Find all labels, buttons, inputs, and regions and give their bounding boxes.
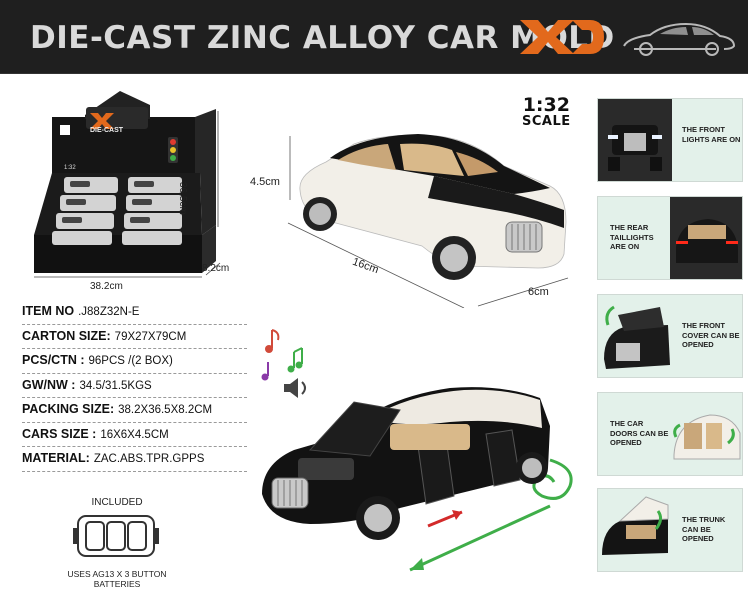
spec-row: PCS/CTN :96PCS /(2 BOX): [22, 349, 247, 374]
front-cover-photo: [598, 295, 672, 377]
battery-info: INCLUDED USES AG13 X 3 BUTTON BATTERIES: [62, 497, 172, 589]
spec-row: GW/NW :34.5/31.5KGS: [22, 374, 247, 398]
box-height-label: 36.5cm: [177, 182, 188, 215]
scale-label: 1:32 SCALE: [522, 95, 571, 129]
feature-panel-front-lights: THE FRONT LIGHTS ARE ON: [597, 98, 743, 182]
box-width-label: 38.2cm: [90, 281, 123, 292]
spec-row: MATERIAL:ZAC.ABS.TPR.GPPS: [22, 447, 247, 472]
feature-text: THE CAR DOORS CAN BE OPENED: [610, 419, 669, 447]
header-banner: DIE-CAST ZINC ALLOY CAR MOLD: [0, 0, 748, 74]
feature-text: THE FRONT LIGHTS ARE ON: [682, 125, 741, 144]
car-silhouette-icon: [623, 22, 736, 56]
feature-text: THE REAR TAILLIGHTS ARE ON: [610, 223, 654, 251]
music-note-icon: [261, 329, 303, 381]
spec-list: ITEM NO.J88Z32N-E CARTON SIZE:79X27X79CM…: [22, 300, 247, 472]
scale-ratio: 1:32: [522, 94, 570, 116]
feature-text: THE TRUNK CAN BE OPENED: [682, 515, 726, 543]
spec-row: PACKING SIZE:38.2X36.5X8.2CM: [22, 398, 247, 423]
feature-panel-car-doors: THE CAR DOORS CAN BE OPENED: [597, 392, 743, 476]
box-scale-text: 1:32: [64, 165, 76, 171]
car-dimension-illustration: 4.5cm 16cm 6cm: [250, 118, 580, 309]
car-doors-photo: [670, 393, 742, 475]
speaker-icon: [284, 378, 306, 398]
open-car-graphic: [261, 329, 573, 572]
car-width-label: 6cm: [528, 286, 549, 298]
display-box-graphic: [34, 91, 221, 278]
car-side-graphic: [287, 134, 569, 309]
spec-row: CARS SIZE :16X6X4.5CM: [22, 423, 247, 447]
battery-title: INCLUDED: [91, 497, 143, 508]
header-title: DIE-CAST ZINC ALLOY CAR MOLD: [30, 20, 615, 56]
spec-row: CARTON SIZE:79X27X79CM: [22, 325, 247, 349]
box-depth-label: 8.2cm: [202, 263, 230, 274]
trunk-photo: [598, 489, 672, 571]
scale-text: SCALE: [522, 114, 571, 129]
feature-text: THE FRONT COVER CAN BE OPENED: [682, 321, 740, 349]
car-height-label: 4.5cm: [250, 176, 280, 188]
feature-panel-rear-lights: THE REAR TAILLIGHTS ARE ON: [597, 196, 743, 280]
display-box-illustration: 38.2cm 36.5cm 8.2cm DIE-CAST 1:32: [30, 85, 240, 292]
box-badge-text: DIE-CAST: [90, 127, 124, 134]
feature-panel-front-cover: THE FRONT COVER CAN BE OPENED: [597, 294, 743, 378]
rear-lights-photo: [670, 197, 742, 279]
front-lights-photo: [598, 99, 672, 181]
xd-logo-icon: [520, 20, 604, 54]
open-doors-car-illustration: [250, 318, 590, 593]
battery-icon: [73, 515, 159, 557]
feature-panel-trunk: THE TRUNK CAN BE OPENED: [597, 488, 743, 572]
spec-row: ITEM NO.J88Z32N-E: [22, 300, 247, 325]
battery-note: USES AG13 X 3 BUTTON BATTERIES: [67, 569, 167, 589]
